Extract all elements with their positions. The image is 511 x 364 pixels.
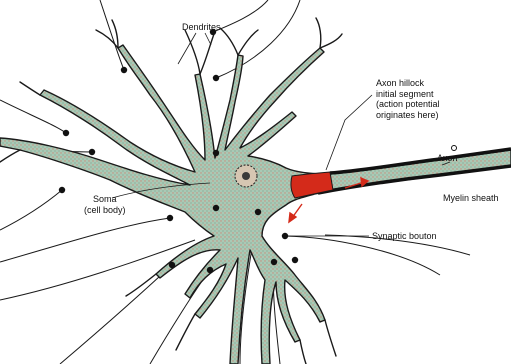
axon-label: Axon [437, 153, 458, 164]
neuron-cell [0, 18, 511, 364]
dendrites-label: Dendrites [182, 22, 221, 33]
axon-hillock-label: Axon hillock initial segment (action pot… [376, 78, 440, 120]
axon-hillock-segment [291, 172, 333, 198]
axon-hillock-line-4: originates here) [376, 110, 440, 121]
axon-hillock-line-2: initial segment [376, 89, 440, 100]
axon-hillock-line-3: (action potential [376, 99, 440, 110]
soma-label: Soma (cell body) [84, 194, 126, 215]
synaptic-bouton-label: Synaptic bouton [372, 231, 437, 242]
nucleus [235, 165, 257, 187]
axon-hillock-line-1: Axon hillock [376, 78, 440, 89]
soma-line-2: (cell body) [84, 205, 126, 216]
myelin-sheath-label: Myelin sheath [443, 193, 499, 204]
soma-line-1: Soma [84, 194, 126, 205]
